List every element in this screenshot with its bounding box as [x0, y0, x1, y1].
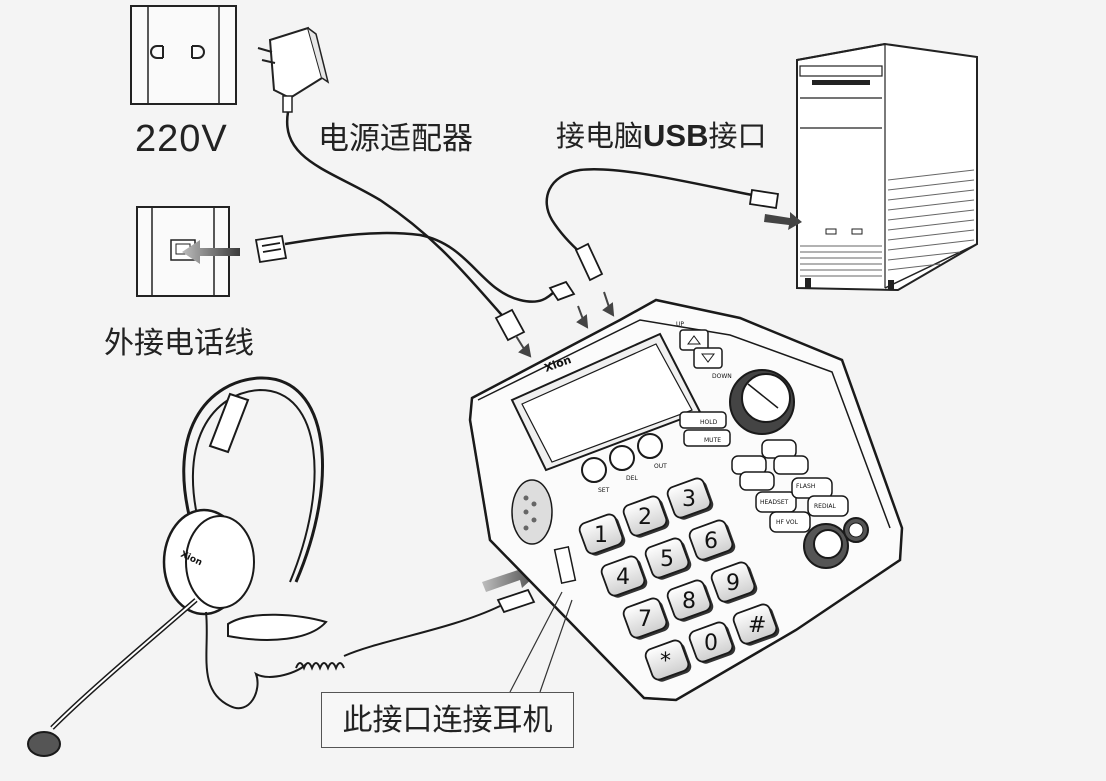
mute-label: MUTE — [704, 437, 721, 444]
power-cable — [285, 111, 509, 323]
keypad-key-6: 6 — [688, 519, 736, 562]
keypad-key-4: 4 — [600, 555, 648, 598]
power-adapter-label: 电源适配器 — [318, 121, 473, 157]
headset: Xion — [27, 376, 501, 757]
keypad-key-9: 9 — [710, 561, 758, 604]
headset-rj-plug — [496, 588, 536, 614]
flash-label: FLASH — [796, 483, 815, 490]
rj11-plug — [254, 234, 288, 264]
external-phone-line-label: 外接电话线 — [104, 326, 254, 361]
keypad-key-label: # — [748, 613, 766, 638]
hold-label: HOLD — [700, 419, 718, 426]
keypad-key-star: * — [644, 639, 692, 682]
redial-label: REDIAL — [814, 503, 836, 510]
cables — [284, 111, 758, 323]
keypad-key-label: 3 — [682, 487, 696, 512]
usb-plug-device — [574, 242, 604, 282]
usb-plug-computer — [748, 188, 780, 210]
keypad-key-label: * — [660, 649, 671, 674]
usb-port-label-suffix: 接口 — [708, 119, 767, 153]
up-label: UP — [676, 321, 684, 328]
power-adapter — [257, 26, 330, 113]
usb-port-label-prefix: 接电脑 — [556, 119, 644, 153]
headset-port-label: 此接口连接耳机 — [321, 692, 574, 748]
power-plug — [494, 308, 526, 342]
power-socket — [130, 5, 237, 105]
keypad-key-7: 7 — [622, 597, 670, 640]
out-label: OUT — [654, 463, 667, 470]
del-label: DEL — [626, 475, 638, 482]
keypad-key-label: 2 — [638, 505, 652, 530]
keypad: 1 2 3 4 5 6 7 8 9 * 0 # — [578, 477, 780, 682]
keypad-key-label: 6 — [704, 529, 718, 554]
keypad-key-3: 3 — [666, 477, 714, 520]
set-label: SET — [598, 487, 610, 494]
headset-jack-plug — [548, 280, 576, 302]
keypad-key-5: 5 — [644, 537, 692, 580]
phone-line-cable — [284, 231, 557, 303]
keypad-key-label: 4 — [616, 565, 630, 590]
keypad-key-label: 1 — [594, 523, 608, 548]
headset-label: HEADSET — [760, 499, 789, 506]
usb-port-label: 接电脑USB接口 — [556, 113, 766, 155]
down-label: DOWN — [712, 373, 732, 380]
keypad-key-label: 0 — [704, 631, 718, 656]
keypad-key-label: 8 — [682, 589, 696, 614]
keypad-key-label: 9 — [726, 571, 740, 596]
keypad-key-2: 2 — [622, 495, 670, 538]
voltage-label: 220V — [135, 118, 228, 160]
hf-vol-label: HF VOL — [776, 519, 799, 526]
keypad-key-1: 1 — [578, 513, 626, 556]
connectors — [254, 188, 780, 614]
keypad-key-label: 7 — [638, 607, 652, 632]
usb-cable — [545, 168, 758, 256]
usb-port-label-usb: USB — [643, 118, 709, 153]
headset-port-pointer — [509, 591, 573, 693]
keypad-key-hash: # — [732, 603, 780, 646]
computer-tower — [796, 42, 978, 292]
keypad-key-0: 0 — [688, 621, 736, 664]
keypad-key-8: 8 — [666, 579, 714, 622]
keypad-key-label: 5 — [660, 547, 674, 572]
